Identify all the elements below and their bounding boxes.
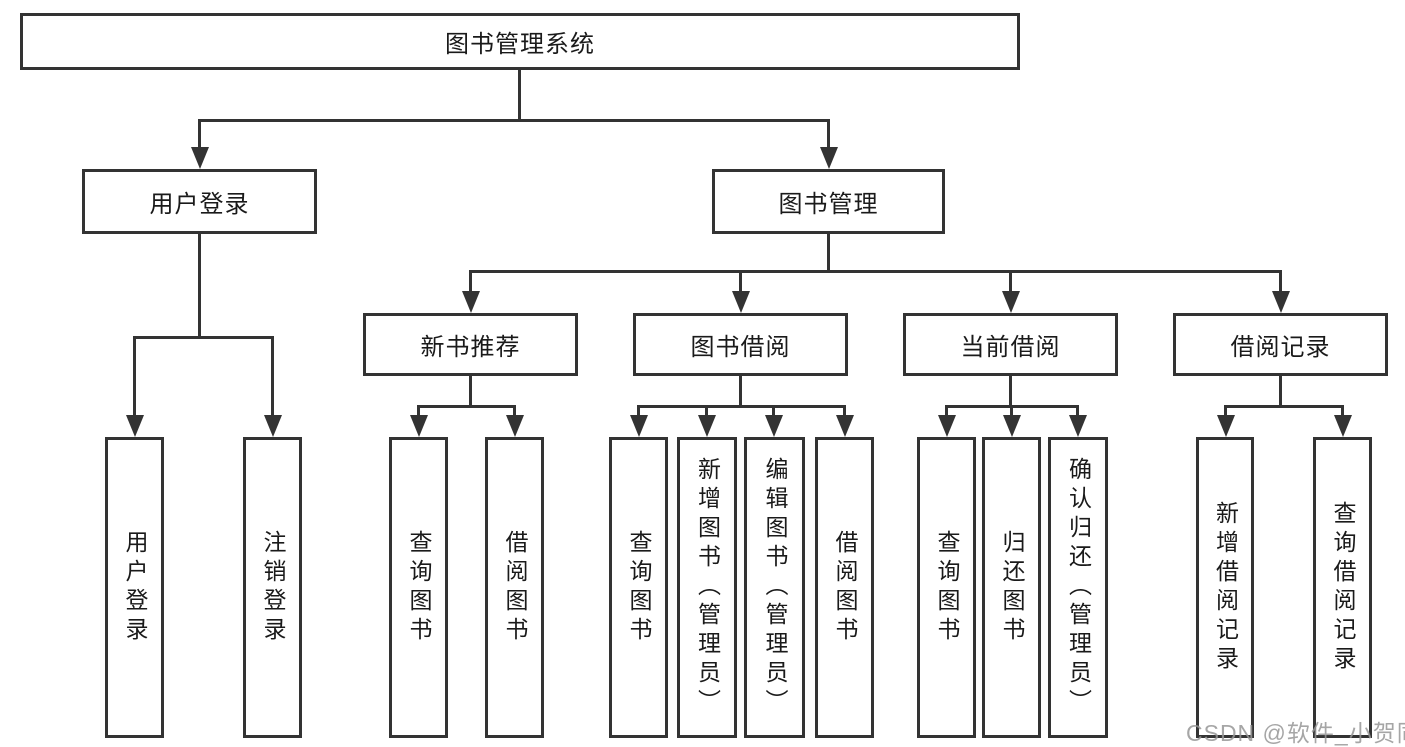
connector-vline — [518, 69, 521, 122]
connector-vline — [469, 270, 472, 295]
connector-vline — [271, 336, 274, 419]
arrow-down-icon — [410, 415, 428, 437]
leaf-confirm-return-admin: 确认归还（管理员） — [1048, 437, 1108, 738]
connector-vline — [198, 233, 201, 339]
arrow-down-icon — [820, 147, 838, 169]
connector-vline — [739, 376, 742, 408]
leaf-add-book-admin: 新增图书（管理员） — [677, 437, 737, 738]
arrow-down-icon — [938, 415, 956, 437]
node-library-management-system: 图书管理系统 — [20, 13, 1020, 70]
arrow-down-icon — [1334, 415, 1352, 437]
leaf-logout: 注销登录 — [243, 437, 302, 738]
connector-vline — [705, 405, 708, 419]
connector-vline — [1224, 405, 1227, 419]
arrow-down-icon — [765, 415, 783, 437]
connector-vline — [637, 405, 640, 419]
leaf-borrow-books: 借阅图书 — [815, 437, 874, 738]
connector-vline — [513, 405, 516, 419]
node-borrowing-records: 借阅记录 — [1173, 313, 1388, 376]
connector-vline — [469, 376, 472, 408]
connector-hline — [469, 270, 1282, 273]
connector-vline — [772, 405, 775, 419]
leaf-return-books: 归还图书 — [982, 437, 1041, 738]
connector-vline — [827, 233, 830, 273]
connector-vline — [1076, 405, 1079, 419]
node-user-login: 用户登录 — [82, 169, 317, 234]
arrow-down-icon — [1003, 415, 1021, 437]
arrow-down-icon — [191, 147, 209, 169]
leaf-query-books: 查询图书 — [389, 437, 448, 738]
arrow-down-icon — [1272, 291, 1290, 313]
leaf-borrow-books: 借阅图书 — [485, 437, 544, 738]
connector-vline — [417, 405, 420, 419]
node-new-book-recommendation: 新书推荐 — [363, 313, 578, 376]
connector-vline — [1279, 270, 1282, 295]
connector-hline — [417, 405, 516, 408]
connector-vline — [827, 119, 830, 151]
arrow-down-icon — [126, 415, 144, 437]
node-book-management: 图书管理 — [712, 169, 945, 234]
connector-vline — [1009, 270, 1012, 295]
connector-hline — [637, 405, 846, 408]
node-current-borrowing: 当前借阅 — [903, 313, 1118, 376]
connector-hline — [1224, 405, 1344, 408]
leaf-edit-book-admin: 编辑图书（管理员） — [744, 437, 805, 738]
connector-hline — [133, 336, 274, 339]
connector-vline — [1341, 405, 1344, 419]
connector-vline — [133, 336, 136, 419]
arrow-down-icon — [1217, 415, 1235, 437]
leaf-query-books: 查询图书 — [917, 437, 976, 738]
leaf-add-borrow-record: 新增借阅记录 — [1196, 437, 1254, 738]
connector-vline — [198, 119, 201, 151]
arrow-down-icon — [698, 415, 716, 437]
leaf-query-borrow-record: 查询借阅记录 — [1313, 437, 1372, 738]
leaf-user-login: 用户登录 — [105, 437, 164, 738]
connector-vline — [739, 270, 742, 295]
arrow-down-icon — [506, 415, 524, 437]
arrow-down-icon — [836, 415, 854, 437]
connector-vline — [1009, 376, 1012, 408]
node-book-borrowing: 图书借阅 — [633, 313, 848, 376]
arrow-down-icon — [630, 415, 648, 437]
connector-vline — [1010, 405, 1013, 419]
connector-vline — [1279, 376, 1282, 408]
arrow-down-icon — [1069, 415, 1087, 437]
csdn-watermark: CSDN @软件_小贺同学 — [1186, 720, 1405, 746]
connector-vline — [945, 405, 948, 419]
arrow-down-icon — [264, 415, 282, 437]
leaf-query-books: 查询图书 — [609, 437, 668, 738]
connector-vline — [843, 405, 846, 419]
arrow-down-icon — [732, 291, 750, 313]
arrow-down-icon — [1002, 291, 1020, 313]
connector-hline — [198, 119, 830, 122]
arrow-down-icon — [462, 291, 480, 313]
